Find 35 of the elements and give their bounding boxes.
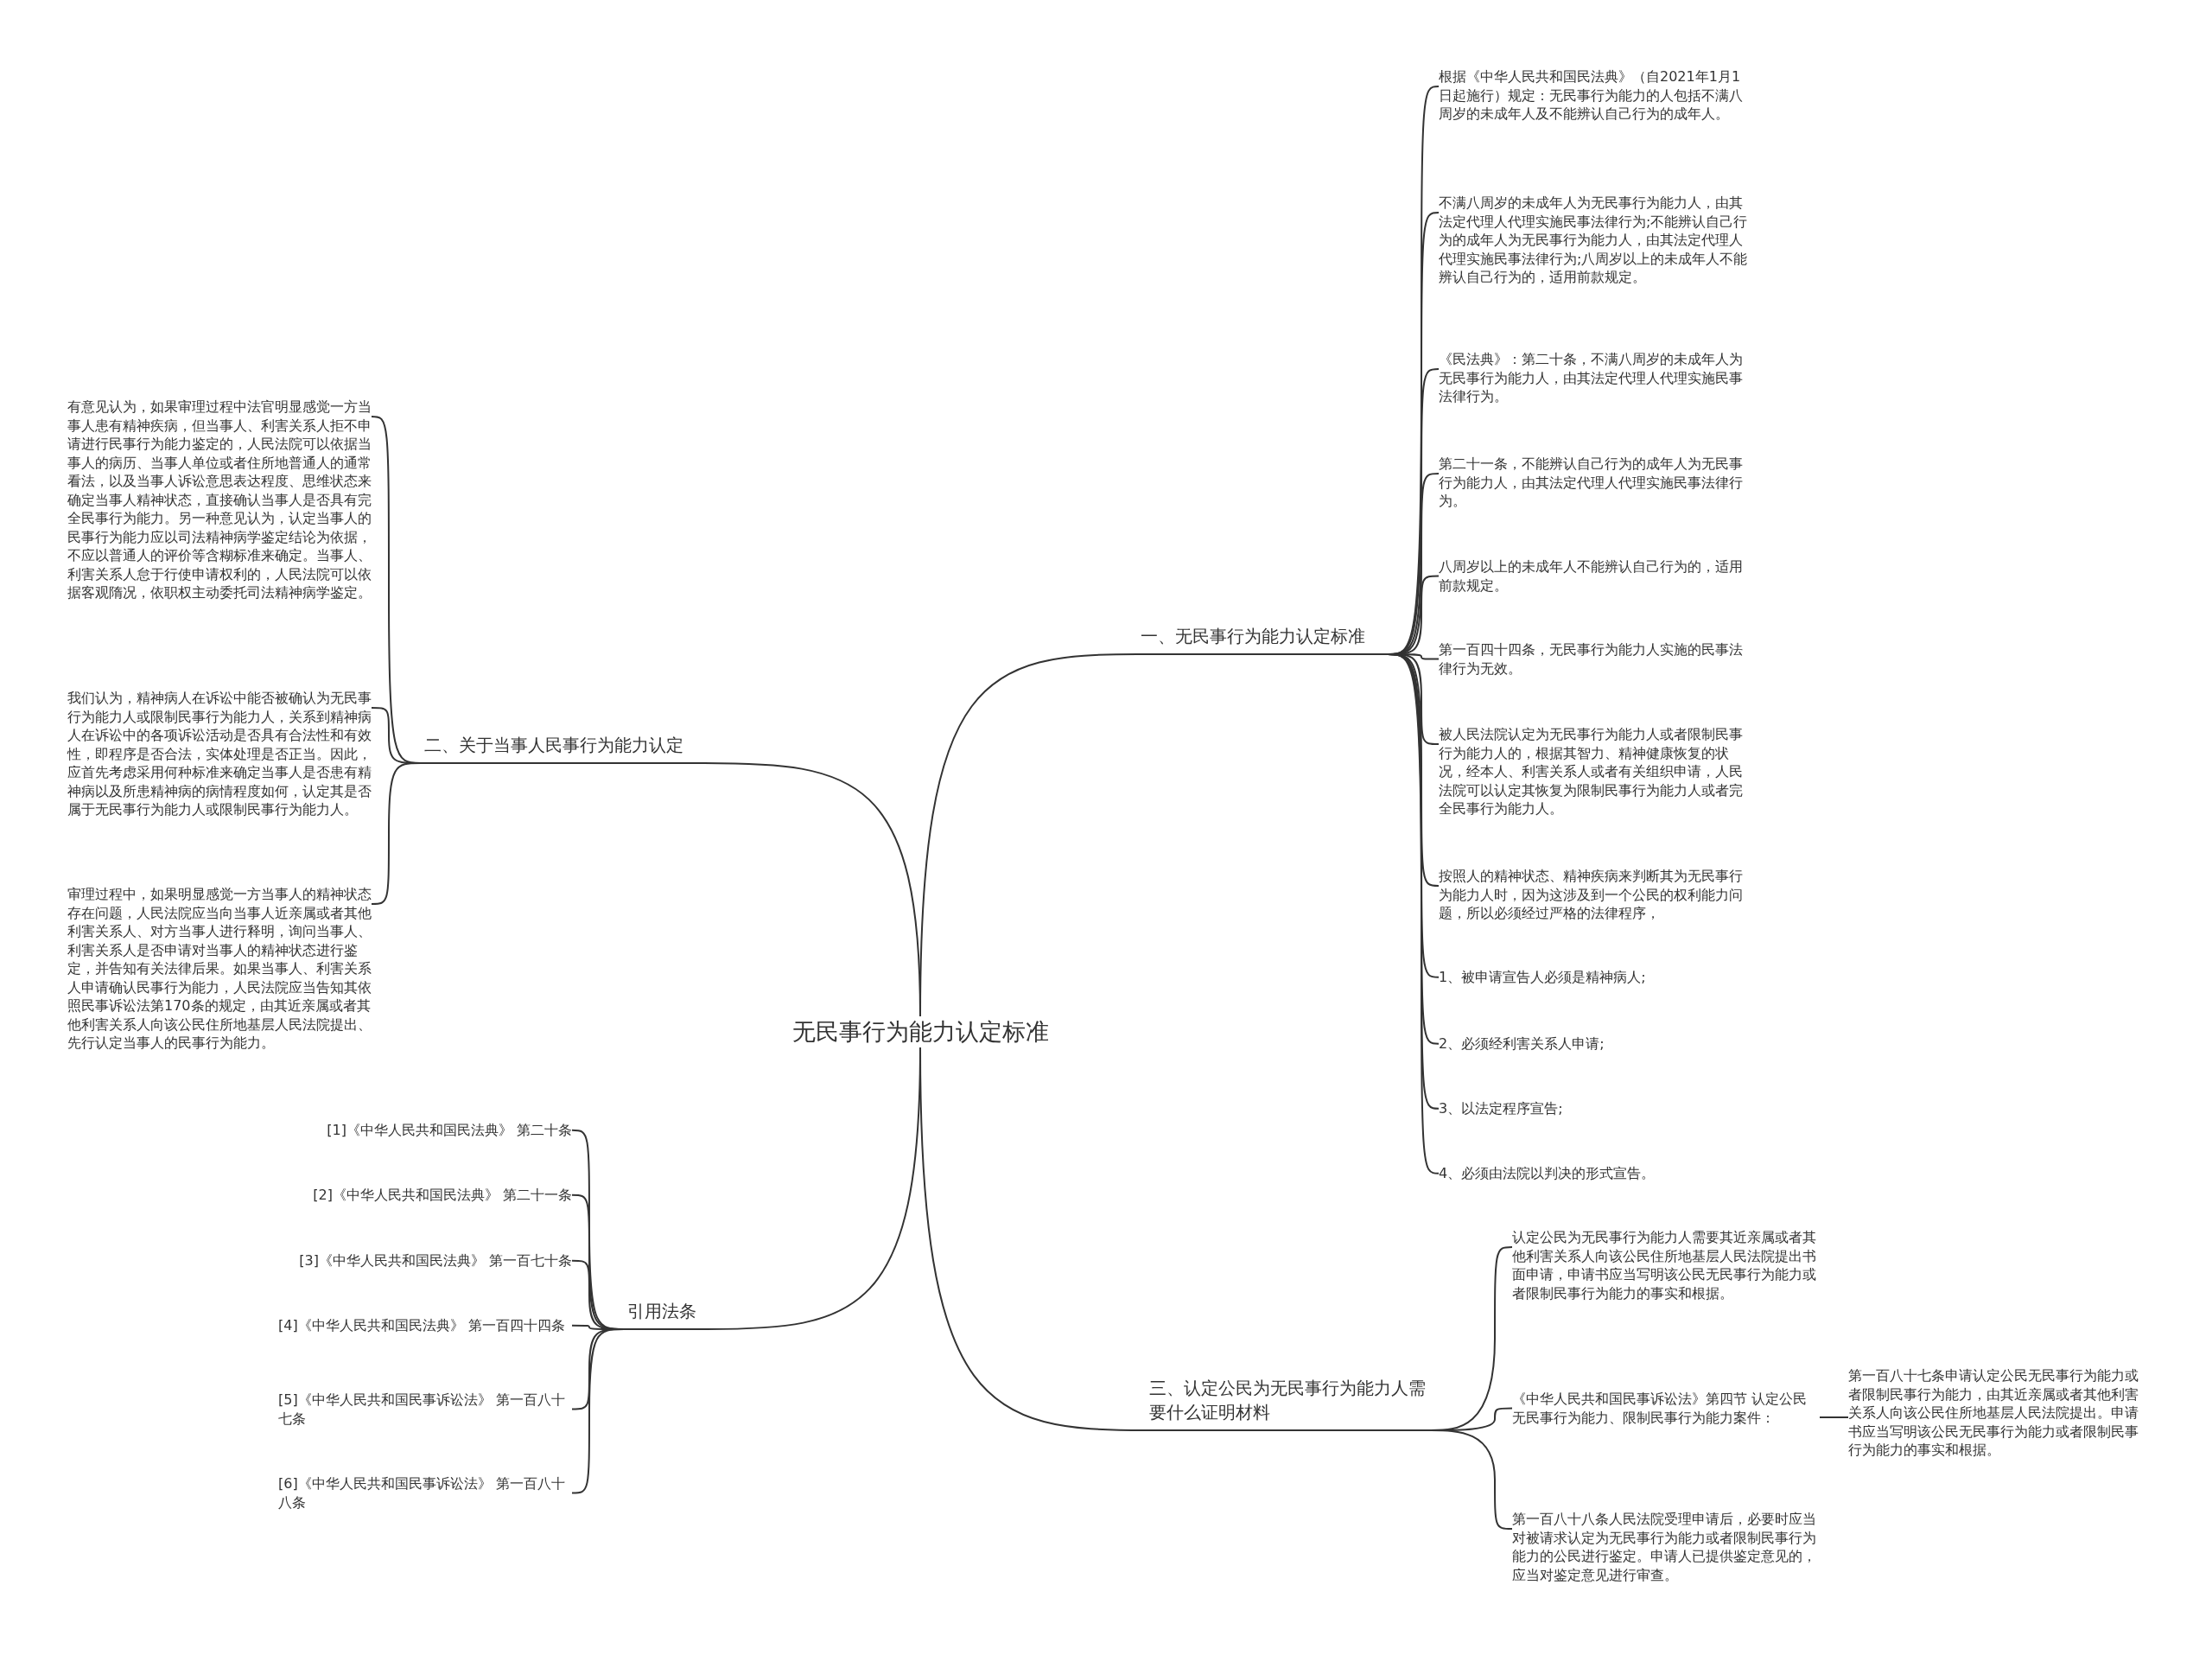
connector-line xyxy=(1430,1429,1513,1530)
note-text: 4、必须由法院以判决的形式宣告。 xyxy=(1439,1164,1750,1183)
citation-text: [4]《中华人民共和国民法典》 第一百四十四条 xyxy=(278,1316,572,1335)
citation-text: [2]《中华人民共和国民法典》 第二十一条 xyxy=(259,1186,572,1205)
branch-topic: 三、认定公民为无民事行为能力人需要什么证明材料 xyxy=(1146,1376,1431,1431)
citation-text: [5]《中华人民共和国民事诉讼法》 第一百八十七条 xyxy=(278,1391,572,1428)
citation-text: [6]《中华人民共和国民事诉讼法》 第一百八十八条 xyxy=(278,1474,572,1512)
note-text: 审理过程中，如果明显感觉一方当事人的精神状态存在问题，人民法院应当向当事人近亲属或者其他利害关系人、对方当事人进行释明，询问当事人、利害关系人是否申请对当事人的精神状态进行鉴定，并告知有关法律后果。如果当事人、利害关系人申请确认民事行为能力，人民法院应当告知其依照民事诉讼法第170条的规定，由其近亲属或者其他利害关系人向该公民住所地基层人民法院提出、先行认定当事人的民事行为能力。 xyxy=(67,885,372,1053)
note-text: 第一百四十四条，无民事行为能力人实施的民事法律行为无效。 xyxy=(1439,640,1750,678)
branch-topic: 一、无民事行为能力认定标准 xyxy=(1137,624,1388,655)
connector-line xyxy=(703,762,921,1017)
note-text: 2、必须经利害关系人申请; xyxy=(1439,1034,1750,1053)
note-text: 认定公民为无民事行为能力人需要其近亲属或者其他利害关系人向该公民住所地基层人民法院提出书面申请，申请书应当写明该公民无民事行为能力或者限制民事行为能力的事实和根据。 xyxy=(1512,1228,1816,1302)
note-text: 根据《中华人民共和国民法典》（自2021年1月1日起施行）规定：无民事行为能力的人包括不满八周岁的未成年人及不能辨认自己行为的成年人。 xyxy=(1439,67,1750,124)
note-text: 3、以法定程序宣告; xyxy=(1439,1099,1750,1118)
connector-line xyxy=(919,1047,1147,1431)
central-topic: 无民事行为能力认定标准 xyxy=(778,1016,1063,1047)
note-text: 我们认为，精神病人在诉讼中能否被确认为无民事行为能力人或限制民事行为能力人，关系到精神病人在诉讼中的各项诉讼活动是否具有合法性和有效性，即程序是否合法，实体处理是否正当。因此，应首先考虑采用何种标准来确定当事人是否患有精神病以及所患精神病的病情程度如何，认定其是否属于无民事行为能力人或限制民事行为能力人。 xyxy=(67,689,372,819)
note-text: 被人民法院认定为无民事行为能力人或者限制民事行为能力人的，根据其智力、精神健康恢复的状况，经本人、利害关系人或者有关组织申请，人民法院可以认定其恢复为限制民事行为能力人或者完全民事行为能力人。 xyxy=(1439,725,1750,818)
note-text: 第二十一条，不能辨认自己行为的成年人为无民事行为能力人，由其法定代理人代理实施民事法律行为。 xyxy=(1439,455,1750,511)
note-text: 有意见认为，如果审理过程中法官明显感觉一方当事人患有精神疾病，但当事人、利害关系人拒不申请进行民事行为能力鉴定的，人民法院可以依据当事人的病历、当事人单位或者住所地普通人的通常看法，以及当事人诉讼意思表达程度、思维状态来确定当事人精神状态，直接确认当事人是否具有完全民事行为能力。另一种意见认为，认定当事人的民事行为能力应以司法精神病学鉴定结论为依据，不应以普通人的评价等含糊标准来确定。当事人、利害关系人怠于行使申请权利的，人民法院可以依据客观隋况，依职权主动委托司法精神病学鉴定。 xyxy=(67,398,372,602)
citation-text: [3]《中华人民共和国民法典》 第一百七十条 xyxy=(259,1251,572,1270)
branch-topic: 引用法条 xyxy=(624,1299,707,1330)
note-text: 按照人的精神状态、精神疾病来判断其为无民事行为能力人时，因为这涉及到一个公民的权利能力问题，所以必须经过严格的法律程序， xyxy=(1439,867,1750,923)
note-text: 不满八周岁的未成年人为无民事行为能力人，由其法定代理人代理实施民事法律行为;不能辨认自己行为的成年人为无民事行为能力人，由其法定代理人代理实施民事法律行为;八周岁以上的未成年人不能辨认自己行为的，适用前款规定。 xyxy=(1439,194,1750,287)
note-text: 第一百八十八条人民法院受理申请后，必要时应当对被请求认定为无民事行为能力或者限制民事行为能力的公民进行鉴定。申请人已提供鉴定意见的，应当对鉴定意见进行审查。 xyxy=(1512,1510,1816,1584)
note-text: 1、被申请宣告人必须是精神病人; xyxy=(1439,968,1750,987)
connector-line xyxy=(1819,1416,1849,1418)
note-text: 《中华人民共和国民事诉讼法》第四节 认定公民无民事行为能力、限制民事行为能力案件： xyxy=(1512,1390,1816,1427)
connector-line xyxy=(571,1328,625,1494)
branch-topic: 二、关于当事人民事行为能力认定 xyxy=(421,733,704,764)
note-text: 八周岁以上的未成年人不能辨认自己行为的，适用前款规定。 xyxy=(1439,557,1750,595)
note-text: 《民法典》：第二十条，不满八周岁的未成年人为无民事行为能力人，由其法定代理人代理实施民事法律行为。 xyxy=(1439,350,1750,406)
note-text: 第一百八十七条申请认定公民无民事行为能力或者限制民事行为能力，由其近亲属或者其他利害关系人向该公民住所地基层人民法院提出。申请书应当写明该公民无民事行为能力或者限制民事行为能力的事实和根据。 xyxy=(1848,1366,2146,1460)
citation-text: [1]《中华人民共和国民法典》 第二十条 xyxy=(259,1121,572,1140)
